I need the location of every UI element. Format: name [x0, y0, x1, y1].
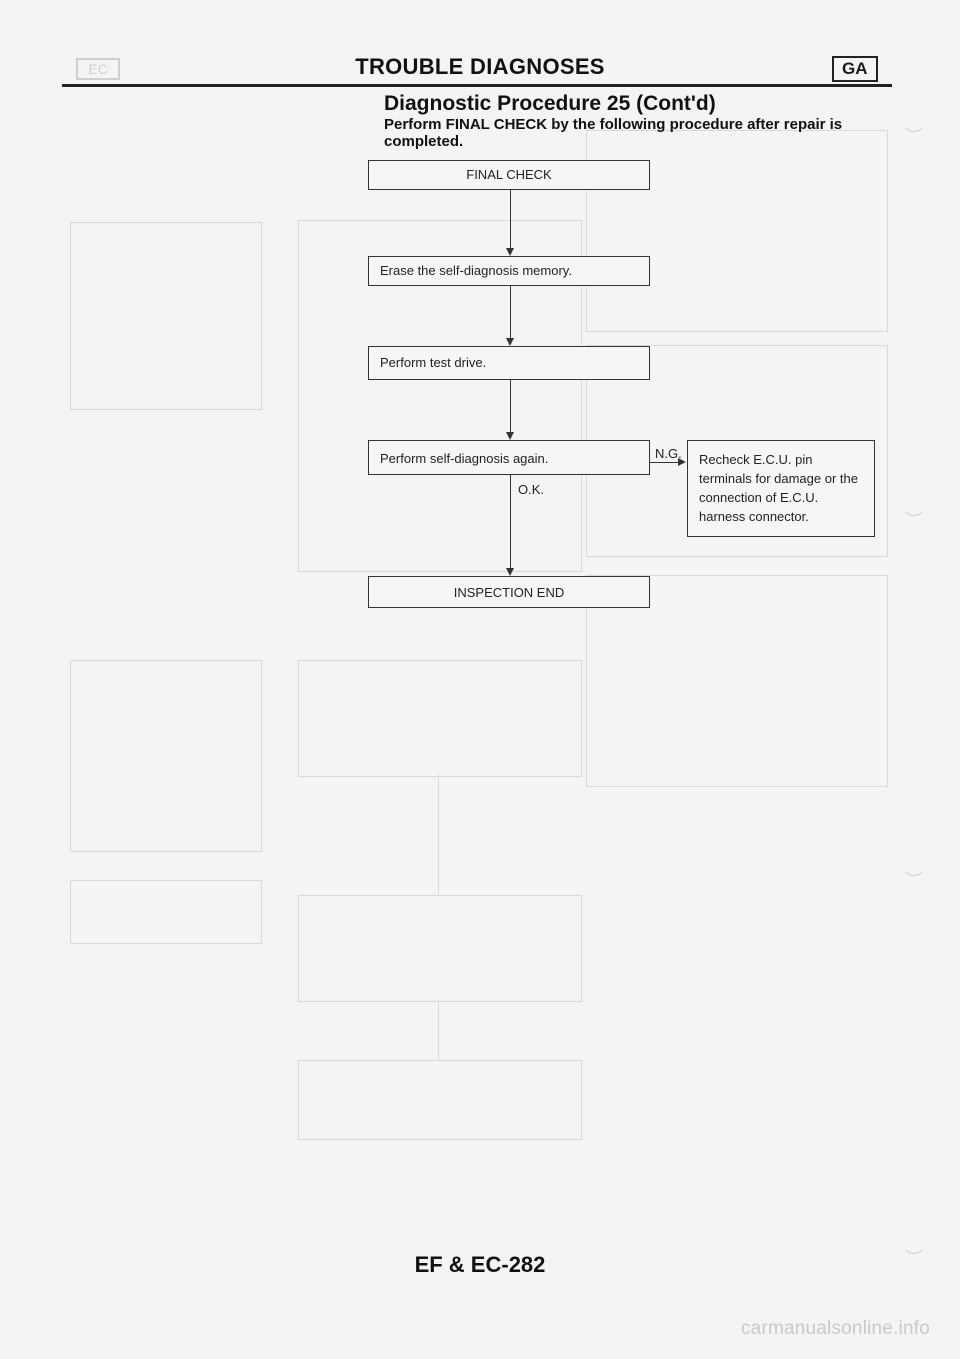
- procedure-title: Diagnostic Procedure 25 (Cont'd): [384, 92, 716, 115]
- flow-connector: [650, 462, 678, 463]
- flow-step-label: Perform test drive.: [380, 355, 487, 370]
- ghost-line: [438, 1000, 439, 1060]
- flow-connector: [510, 475, 511, 570]
- flow-connector: [510, 286, 511, 340]
- punch-hole-mark: [902, 852, 926, 876]
- flow-arrow: [506, 338, 514, 346]
- flow-step-inspection-end: INSPECTION END: [368, 576, 650, 608]
- ghost-box: [586, 130, 888, 332]
- flow-step-test-drive: Perform test drive.: [368, 346, 650, 380]
- ghost-box: [298, 1060, 582, 1140]
- section-badge: GA: [832, 56, 878, 82]
- ghost-box: [298, 220, 582, 572]
- flow-step-recheck-ecu: Recheck E.C.U. pin terminals for damage …: [687, 440, 875, 537]
- flow-step-label: FINAL CHECK: [466, 167, 552, 182]
- section-badge-left: EC: [76, 58, 120, 80]
- watermark-text: carmanualsonline.info: [740, 1318, 930, 1339]
- page-header-title: TROUBLE DIAGNOSES: [355, 54, 605, 79]
- flow-step-self-diagnosis: Perform self-diagnosis again.: [368, 440, 650, 475]
- ghost-box: [298, 895, 582, 1002]
- flow-step-label: INSPECTION END: [453, 585, 565, 600]
- flow-step-erase-memory: Erase the self-diagnosis memory.: [368, 256, 650, 286]
- punch-hole-mark: [902, 1230, 926, 1254]
- punch-hole-mark: [902, 492, 926, 516]
- flow-arrow: [506, 432, 514, 440]
- ghost-box: [298, 660, 582, 777]
- flow-ok-label: O.K.: [518, 482, 545, 497]
- flow-connector: [510, 380, 511, 434]
- ghost-box: [70, 222, 262, 410]
- ghost-box: [586, 575, 888, 787]
- flow-step-label: Recheck E.C.U. pin terminals for damage …: [699, 452, 858, 524]
- flow-connector: [510, 190, 511, 250]
- ghost-box: [70, 880, 262, 944]
- punch-hole-mark: [902, 108, 926, 132]
- ghost-line: [438, 775, 439, 895]
- flow-step-label: Perform self-diagnosis again.: [380, 451, 549, 466]
- flow-step-label: Erase the self-diagnosis memory.: [380, 263, 572, 278]
- flow-arrow: [506, 568, 514, 576]
- page-number: EF & EC-282: [414, 1252, 546, 1277]
- ghost-box: [70, 660, 262, 852]
- procedure-instruction: Perform FINAL CHECK by the following pro…: [384, 116, 843, 150]
- header-rule: [62, 84, 892, 87]
- flow-arrow: [506, 248, 514, 256]
- flow-step-final-check: FINAL CHECK: [368, 160, 650, 190]
- flow-arrow: [678, 458, 686, 466]
- flow-ng-label: N.G.: [655, 446, 682, 461]
